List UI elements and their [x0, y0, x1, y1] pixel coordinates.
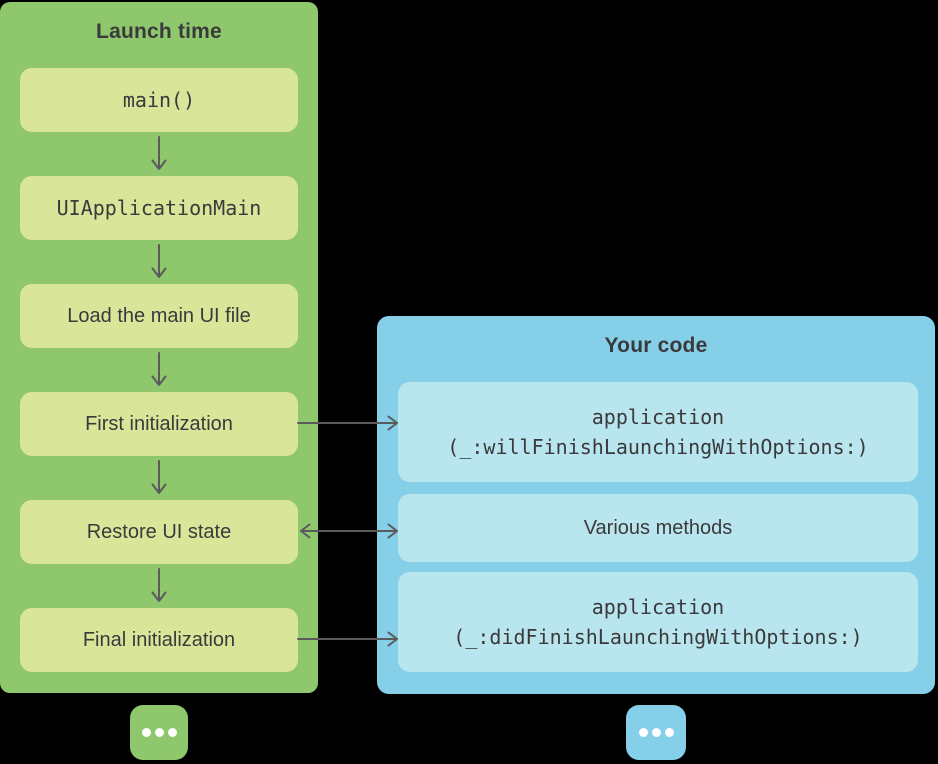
launch-panel-title: Launch time	[96, 20, 222, 43]
method-did-finish-line2: (_:didFinishLaunchingWithOptions:)	[453, 625, 863, 649]
step-restore-ui-state-label: Restore UI state	[86, 520, 232, 543]
step-final-initialization-label: Final initialization	[82, 628, 236, 651]
step-restore-ui-state: Restore UI state	[20, 500, 298, 564]
launch-more-indicator	[130, 705, 188, 760]
code-more-indicator	[626, 705, 686, 760]
step-main-label: main()	[122, 88, 196, 112]
step-first-initialization-label: First initialization	[85, 412, 233, 435]
your-code-panel-title: Your code	[604, 334, 708, 357]
method-will-finish-launching: application (_:willFinishLaunchingWithOp…	[398, 382, 918, 482]
method-did-finish-launching: application (_:didFinishLaunchingWithOpt…	[398, 572, 918, 672]
step-uiapplicationmain-label: UIApplicationMain	[56, 196, 262, 220]
step-final-initialization: Final initialization	[20, 608, 298, 672]
method-did-finish-line1: application	[591, 595, 725, 619]
launch-time-panel: Launch time main() UIApplicationMain Loa…	[0, 2, 318, 693]
method-various-methods-label: Various methods	[583, 516, 733, 539]
step-first-initialization: First initialization	[20, 392, 298, 456]
step-load-main-ui-file: Load the main UI file	[20, 284, 298, 348]
method-will-finish-line2: (_:willFinishLaunchingWithOptions:)	[447, 435, 869, 459]
ellipsis-icon	[141, 728, 177, 737]
your-code-panel: Your code application (_:willFinishLaunc…	[377, 316, 935, 694]
ellipsis-icon	[638, 728, 674, 737]
step-uiapplicationmain: UIApplicationMain	[20, 176, 298, 240]
method-various-methods: Various methods	[398, 494, 918, 562]
step-load-main-ui-file-label: Load the main UI file	[67, 304, 251, 327]
step-main: main()	[20, 68, 298, 132]
method-will-finish-line1: application	[591, 405, 725, 429]
